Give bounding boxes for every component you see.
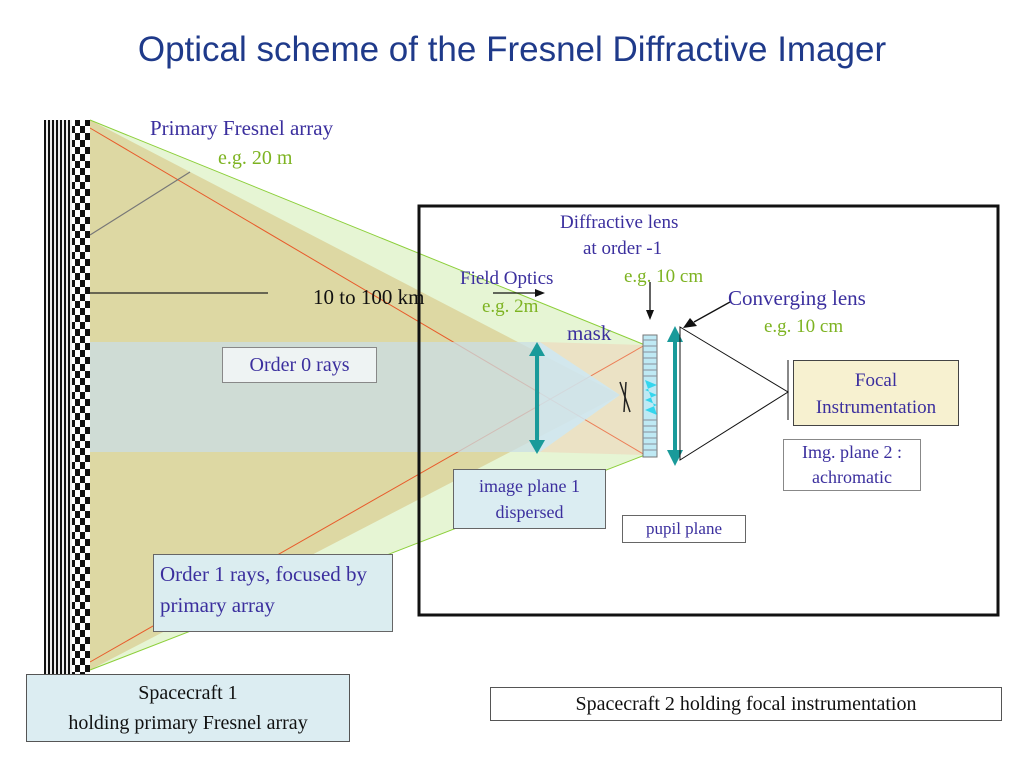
focal-line2: Instrumentation <box>815 397 937 418</box>
distance-label: 10 to 100 km <box>313 285 425 309</box>
order1-label: Order 1 rays, focused by primary array <box>153 554 393 632</box>
image-plane1-line2: dispersed <box>495 502 564 522</box>
spacecraft1-label: Spacecraft 1 holding primary Fresnel arr… <box>26 674 350 742</box>
diffractive-lens-size: e.g. 10 cm <box>624 266 704 287</box>
diffractive-lens-label-2: at order -1 <box>583 238 663 259</box>
field-optics-label: Field Optics <box>460 268 554 289</box>
img-plane2-label: Img. plane 2 : achromatic <box>783 439 921 491</box>
pupil-plane-label: pupil plane <box>622 515 746 543</box>
mask-label: mask <box>567 321 612 345</box>
converging-lens-label: Converging lens <box>728 286 866 310</box>
primary-array-label: Primary Fresnel array <box>150 116 334 140</box>
img-plane2-line1: Img. plane 2 : <box>802 442 902 462</box>
output-cone <box>679 326 789 461</box>
spacecraft2-frame <box>417 204 1000 617</box>
spacecraft1-line2: holding primary Fresnel array <box>68 712 308 734</box>
primary-array-size: e.g. 20 m <box>218 147 293 169</box>
primary-fresnel-array <box>44 120 72 675</box>
converging-lens-size: e.g. 10 cm <box>764 316 844 337</box>
image-plane1-label: image plane 1 dispersed <box>453 469 606 529</box>
spacecraft1-line1: Spacecraft 1 <box>138 682 238 704</box>
diffractive-lens <box>642 334 658 458</box>
image-plane1-line1: image plane 1 <box>479 476 580 496</box>
focal-line1: Focal <box>854 370 898 391</box>
focal-instrumentation-box: Focal Instrumentation <box>793 360 959 426</box>
order0-label: Order 0 rays <box>222 347 377 383</box>
spacecraft2-label: Spacecraft 2 holding focal instrumentati… <box>490 687 1002 721</box>
field-optics-cone <box>540 342 645 455</box>
order0-cone <box>540 342 620 452</box>
diffractive-lens-label-1: Diffractive lens <box>560 212 679 233</box>
field-optics-size: e.g. 2m <box>482 296 539 317</box>
page-title: Optical scheme of the Fresnel Diffractiv… <box>137 30 887 69</box>
img-plane2-line2: achromatic <box>812 467 892 487</box>
